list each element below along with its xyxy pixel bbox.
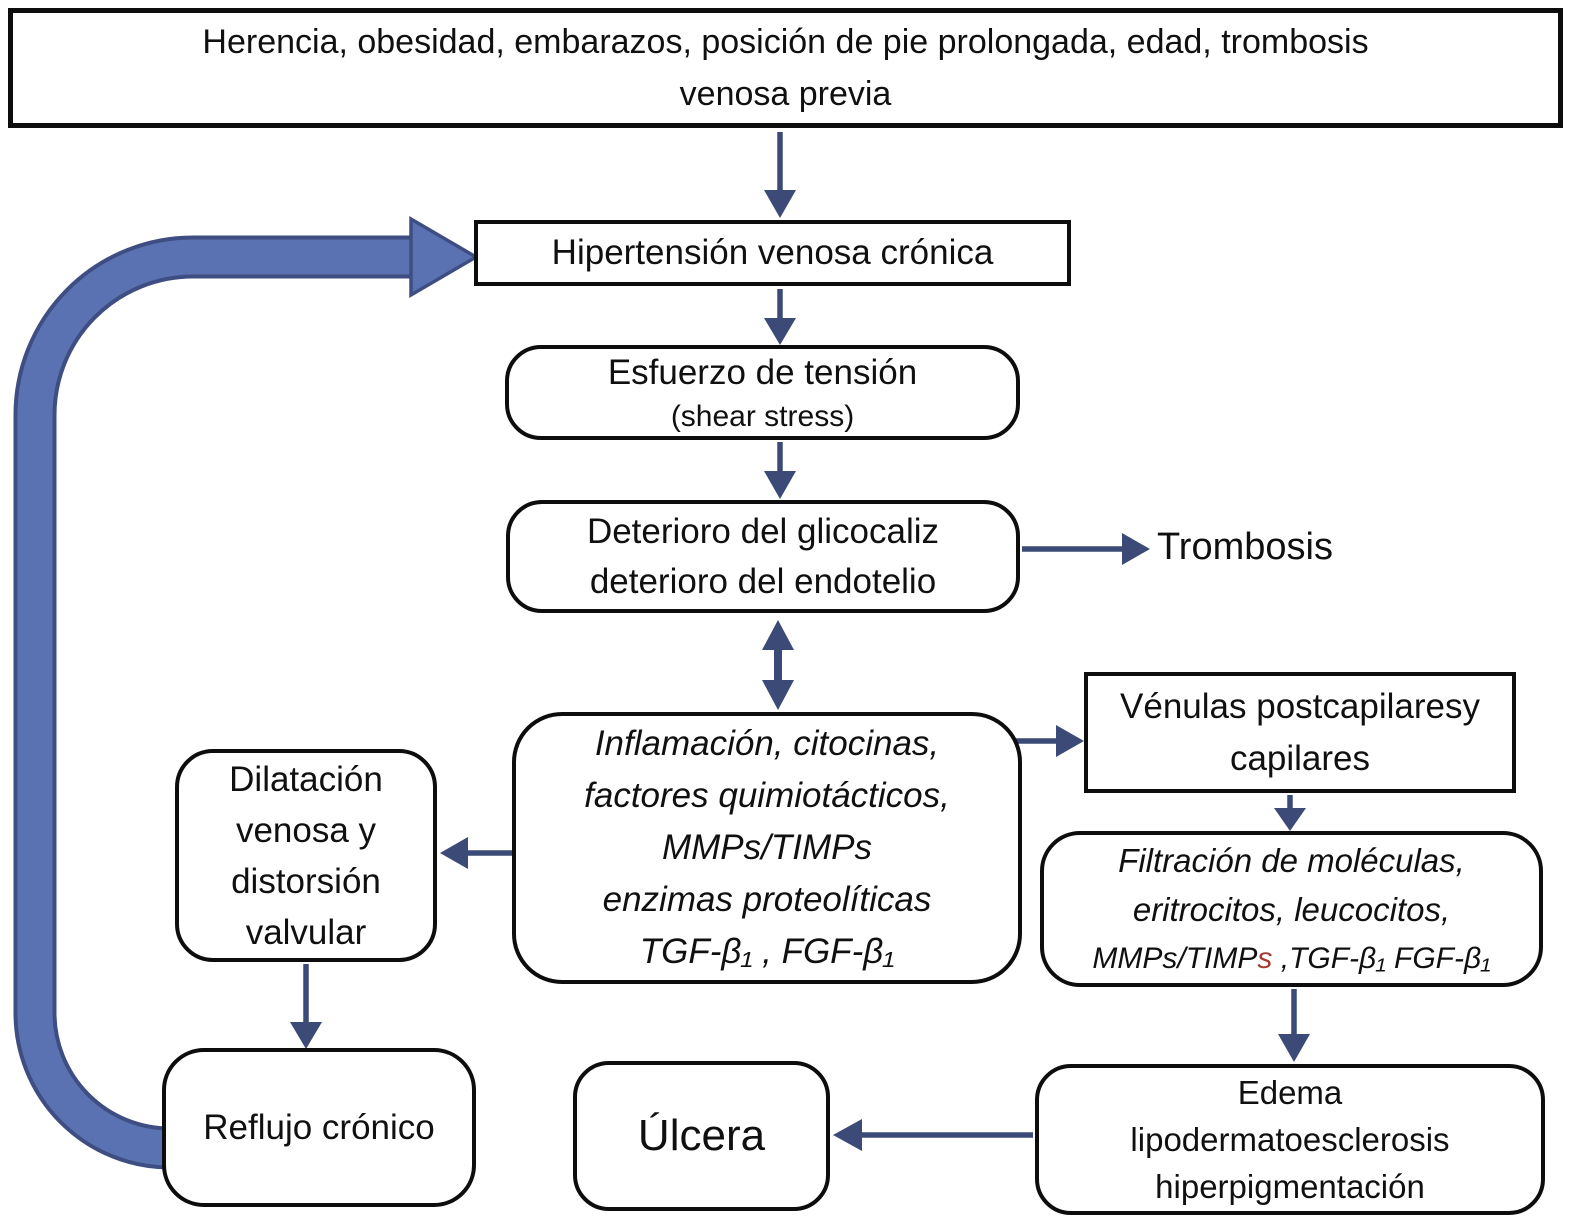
filtracion-mmps-text: MMPs/TIMP — [1092, 941, 1258, 975]
arrow-inflamacion-to-venulas — [1016, 725, 1084, 757]
box-dilatacion-line: distorsión — [231, 861, 381, 901]
box-hipertension-venosa-cronica: Hipertensión venosa crónica — [474, 220, 1071, 286]
filtracion-red-s: s — [1257, 941, 1273, 975]
box-edema-line: Edema — [1237, 1074, 1343, 1111]
box-edema-line: hiperpigmentación — [1155, 1168, 1425, 1205]
box-deterioro-line: Deterioro del glicocaliz — [586, 511, 940, 551]
box-venulas-line: Vénulas postcapilaresy — [1120, 686, 1480, 726]
arrow-dilatacion-to-reflujo — [290, 964, 322, 1049]
arrow-edema-to-ulcera — [833, 1119, 1033, 1151]
trombosis-label: Trombosis — [1157, 526, 1333, 568]
box-edema-line: lipodermatoesclerosis — [1130, 1121, 1450, 1158]
box-risk-factors-line: venosa previa — [679, 75, 892, 113]
box-inflamacion-line: MMPs/TIMPs — [662, 828, 872, 867]
box-edema-lipodermatoesclerosis: Edema lipodermatoesclerosis hiperpigment… — [1035, 1064, 1545, 1215]
box-inflamacion-line: factores quimiotácticos, — [584, 776, 950, 815]
box-esfuerzo-line: Esfuerzo de tensión — [607, 352, 918, 392]
arrow-venulas-to-filtracion — [1274, 795, 1306, 831]
box-ulcera-label: Úlcera — [637, 1111, 766, 1160]
box-esfuerzo-subtitle: (shear stress) — [670, 399, 855, 433]
arrow-inflamacion-to-dilatacion — [440, 837, 512, 869]
box-dilatacion-line: venosa y — [235, 810, 377, 850]
box-venulas-line: capilares — [1229, 738, 1371, 778]
arrow-deterioro-to-trombosis — [1022, 533, 1150, 565]
box-inflamacion-line: TGF-β₁ , FGF-β₁ — [639, 932, 895, 971]
double-arrow-deterioro-inflamacion — [762, 620, 794, 710]
box-reflujo-cronico: Reflujo crónico — [162, 1048, 476, 1207]
box-inflamacion-mediadores: Inflamación, citocinas, factores quimiot… — [512, 712, 1022, 984]
box-deterioro-line: deterioro del endotelio — [589, 561, 937, 601]
box-filtracion-line: eritrocitos, leucocitos, — [1132, 890, 1451, 928]
box-risk-factors-line: Herencia, obesidad, embarazos, posición … — [202, 23, 1369, 61]
arrow-filtracion-to-edema — [1278, 989, 1310, 1062]
box-inflamacion-line: enzimas proteolíticas — [602, 880, 932, 919]
box-venulas-postcapilares: Vénulas postcapilaresy capilares — [1084, 672, 1516, 793]
filtracion-tgf-text: ,TGF-β₁ FGF-β₁ — [1272, 941, 1491, 975]
feedback-loop-arrow — [13, 215, 480, 1170]
box-filtracion-line: Filtración de moléculas, — [1118, 841, 1465, 879]
box-ulcera: Úlcera — [573, 1061, 830, 1211]
box-filtracion-line: MMPs/TIMPs ,TGF-β₁ FGF-β₁ — [1092, 934, 1490, 983]
box-risk-factors: Herencia, obesidad, embarazos, posición … — [8, 8, 1563, 128]
arrow-risk-to-hipertension — [764, 132, 796, 218]
box-hipertension-label: Hipertensión venosa crónica — [551, 233, 994, 272]
box-inflamacion-line: Inflamación, citocinas, — [594, 724, 940, 763]
box-reflujo-label: Reflujo crónico — [203, 1107, 435, 1147]
box-esfuerzo-de-tension: Esfuerzo de tensión (shear stress) — [505, 345, 1020, 440]
box-dilatacion-venosa: Dilatación venosa y distorsión valvular — [175, 749, 437, 962]
box-dilatacion-line: Dilatación — [229, 759, 383, 799]
box-deterioro-glicocaliz-endotelio: Deterioro del glicocaliz deterioro del e… — [506, 500, 1020, 613]
arrow-esfuerzo-to-deterioro — [764, 442, 796, 499]
arrow-hipertension-to-esfuerzo — [764, 289, 796, 345]
box-filtracion-moleculas: Filtración de moléculas, eritrocitos, le… — [1040, 831, 1543, 987]
box-dilatacion-line: valvular — [245, 912, 367, 952]
